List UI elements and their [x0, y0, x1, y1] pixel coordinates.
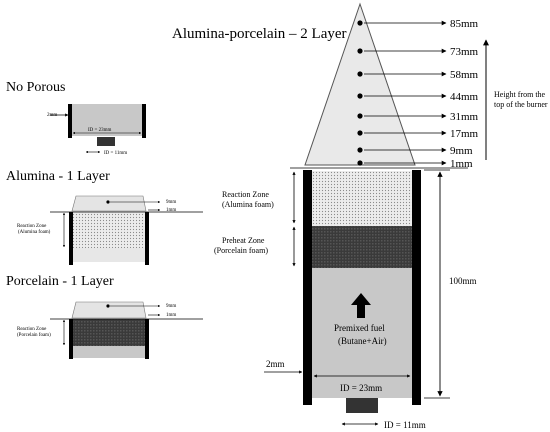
fuel-flow-arrow-icon: [351, 293, 371, 318]
main-title: Alumina-porcelain – 2 Layer: [172, 26, 347, 42]
porcelain-label-1mm: 1mm: [166, 313, 176, 318]
alumina-tube-below: [72, 248, 146, 262]
no-porous-title: No Porous: [6, 80, 66, 95]
porcelain-probe-point-9mm: [106, 304, 110, 308]
panel-alumina-1-layer: Alumina - 1 Layer 9mm 1mm Reaction Zone …: [6, 169, 203, 265]
height-marker: 9mm: [357, 145, 473, 157]
porcelain-wall-right: [145, 319, 149, 359]
wall-thickness-label: 2mm: [266, 359, 285, 369]
alumina-probe-point-9mm: [106, 200, 110, 204]
preheat-zone-porcelain-foam: [311, 226, 413, 268]
height-marker: 73mm: [357, 46, 479, 58]
no-porous-fuel-inlet: [97, 137, 115, 146]
porcelain-1-layer-title: Porcelain - 1 Layer: [6, 274, 114, 289]
height-label: 9mm: [450, 145, 473, 157]
porcelain-label-9mm: 9mm: [166, 304, 176, 309]
alumina-label-9mm: 9mm: [166, 200, 176, 205]
measurement-point: [357, 160, 363, 166]
height-axis-label-line2: top of the burner: [494, 100, 548, 109]
alumina-zone-label-line2: (Alumina foam): [18, 230, 51, 235]
panel-no-porous: No Porous 2mm ID = 23mm ID = 11mm: [6, 80, 146, 156]
height-axis-label-line1: Height from the: [494, 90, 546, 99]
porcelain-tube-below: [72, 346, 146, 358]
panel-main-burner: 85mm 73mm 58mm 44mm 31mm: [214, 2, 548, 430]
preheat-zone-label-line2: (Porcelain foam): [214, 246, 268, 255]
fuel-label-line1: Premixed fuel: [334, 323, 385, 333]
alumina-1-layer-title: Alumina - 1 Layer: [6, 169, 110, 184]
height-label: 85mm: [450, 18, 479, 30]
porcelain-top-plate: [71, 301, 147, 319]
measurement-point: [357, 93, 363, 99]
burner-wall-left: [303, 170, 312, 405]
measurement-point: [357, 71, 363, 77]
height-marker: 44mm: [357, 91, 479, 103]
reaction-zone-label-line2: (Alumina foam): [222, 200, 274, 209]
no-porous-tube: [71, 104, 145, 136]
height-marker: 17mm: [357, 128, 479, 140]
burner-wall-right: [412, 170, 421, 405]
no-porous-id-label: ID = 23mm: [88, 128, 111, 133]
fuel-chamber: [311, 268, 413, 398]
height-label: 44mm: [450, 91, 479, 103]
height-marker: 85mm: [357, 18, 479, 30]
height-label: 31mm: [450, 111, 479, 123]
fuel-label-line2: (Butane+Air): [338, 336, 387, 346]
height-marker: 1mm: [357, 158, 473, 170]
fuel-diameter-label: ID = 11mm: [384, 420, 426, 430]
measurement-point: [357, 48, 363, 54]
reaction-zone-label-line1: Reaction Zone: [222, 190, 269, 199]
height-label: 17mm: [450, 128, 479, 140]
height-label: 1mm: [450, 158, 473, 170]
no-porous-wall-label: 2mm: [47, 113, 57, 118]
porcelain-wall-left: [69, 319, 73, 359]
height-markers: 85mm 73mm 58mm 44mm 31mm: [357, 18, 479, 170]
height-label: 73mm: [450, 46, 479, 58]
length-label: 100mm: [449, 276, 477, 286]
no-porous-wall-right: [142, 104, 146, 138]
no-porous-wall-left: [68, 104, 72, 138]
reaction-zone-alumina-foam: [311, 171, 413, 226]
alumina-wall-right: [145, 212, 149, 265]
measurement-point: [357, 20, 363, 26]
preheat-zone-label-line1: Preheat Zone: [222, 236, 265, 245]
alumina-label-1mm: 1mm: [166, 208, 176, 213]
no-porous-fuel-label: ID = 11mm: [104, 151, 127, 156]
height-marker: 31mm: [357, 111, 479, 123]
fuel-inlet: [346, 398, 378, 413]
alumina-reaction-zone: [72, 212, 146, 248]
measurement-point: [357, 113, 363, 119]
height-label: 58mm: [450, 69, 479, 81]
measurement-point: [357, 130, 363, 136]
alumina-zone-label-line1: Reaction Zone: [17, 224, 47, 229]
porcelain-reaction-zone: [72, 319, 146, 346]
height-marker: 58mm: [357, 69, 479, 81]
alumina-top-plate: [71, 195, 147, 212]
porcelain-zone-label-line2: (Porcelain foam): [17, 333, 51, 338]
alumina-wall-left: [69, 212, 73, 265]
panel-porcelain-1-layer: Porcelain - 1 Layer 9mm 1mm Reaction Zon…: [6, 274, 203, 359]
porcelain-zone-label-line1: Reaction Zone: [17, 327, 47, 332]
measurement-point: [357, 147, 363, 153]
inner-diameter-label: ID = 23mm: [340, 383, 382, 393]
